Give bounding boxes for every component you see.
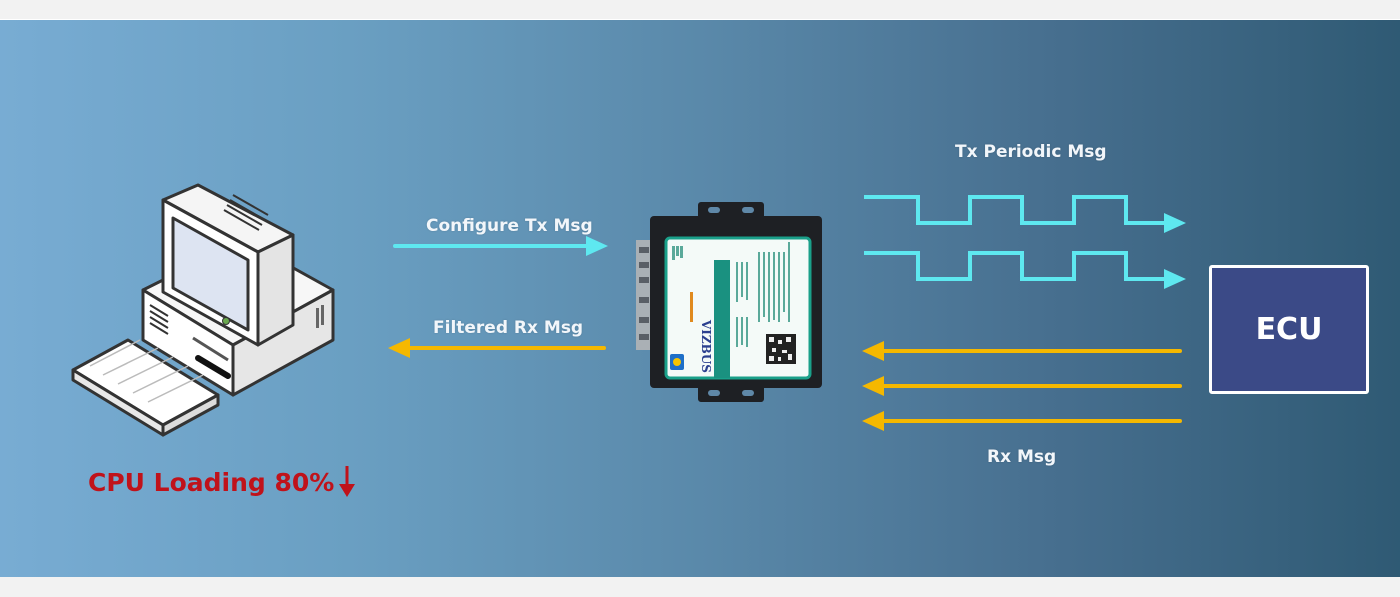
tx-periodic-waveform-1 xyxy=(864,195,1186,233)
ecu-label: ECU xyxy=(1255,312,1323,347)
device-brand: VIZBUS xyxy=(699,319,713,373)
rx-msg-label: Rx Msg xyxy=(987,447,1057,467)
configure-tx-label: Configure Tx Msg xyxy=(426,216,593,236)
configure-tx-arrow xyxy=(393,236,608,256)
rx-msg-arrow-3 xyxy=(862,411,1182,431)
can-interface-device-icon: VIZBUS xyxy=(636,202,822,402)
arrow-down-icon xyxy=(339,466,356,497)
tx-periodic-waveform-2 xyxy=(864,251,1186,289)
rx-msg-arrow-2 xyxy=(862,376,1182,396)
ecu-box: ECU xyxy=(1209,265,1369,394)
tx-periodic-label: Tx Periodic Msg xyxy=(955,142,1107,162)
filtered-rx-label: Filtered Rx Msg xyxy=(433,318,584,338)
rx-msg-arrow-1 xyxy=(862,341,1182,361)
cpu-loading-label: CPU Loading 80% xyxy=(88,467,335,497)
filtered-rx-arrow xyxy=(388,338,606,358)
diagram-canvas: CPU Loading 80% Configure Tx Msg Filtere… xyxy=(0,19,1400,577)
cpu-loading-status: CPU Loading 80% xyxy=(88,466,356,498)
desktop-computer-icon xyxy=(71,183,335,437)
